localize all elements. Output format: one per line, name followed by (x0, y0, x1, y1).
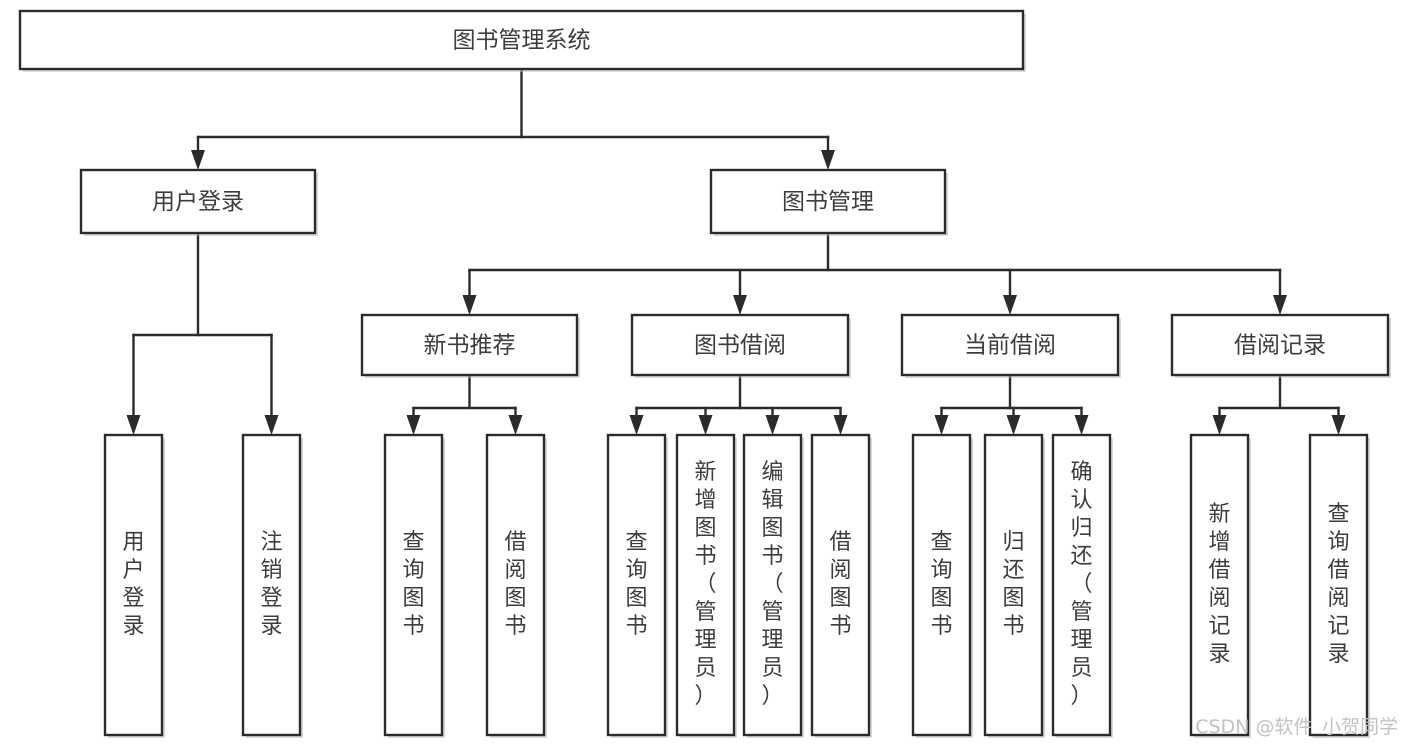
box-outline (360, 313, 579, 377)
box-outline (709, 168, 947, 235)
node-label: 新书推荐 (424, 333, 516, 359)
box-outline (1308, 433, 1369, 737)
box-outline (810, 433, 871, 737)
arrow-head-new-book-recommend (462, 295, 477, 315)
arrow-head-borrow-record (1273, 295, 1287, 315)
node-leaf-edit-book[interactable]: 编辑图书（管理员） (742, 433, 804, 738)
node-label: 查询图书 (930, 530, 952, 639)
node-leaf-query-record[interactable]: 查询借阅记录 (1308, 433, 1370, 738)
node-user-login[interactable]: 用户登录 (79, 168, 318, 236)
arrow-head-leaf-confirm-return (1074, 415, 1089, 435)
arrow-head-leaf-return-book (1006, 415, 1021, 435)
box-outline (630, 313, 850, 377)
box-outline (383, 433, 444, 737)
node-label: 当前借阅 (964, 333, 1056, 359)
node-leaf-add-record[interactable]: 新增借阅记录 (1189, 433, 1251, 738)
node-label: 确认归还（管理员） (1070, 460, 1092, 709)
arrow-head-leaf-borrow-book-2 (833, 415, 848, 435)
arrow-head-book-manage (821, 150, 835, 170)
node-current-borrow[interactable]: 当前借阅 (900, 313, 1121, 378)
box-outline (1051, 433, 1112, 737)
node-label: 新增借阅记录 (1208, 502, 1230, 667)
box-outline (485, 433, 546, 737)
node-label: 图书借阅 (694, 333, 786, 359)
box-outline (911, 433, 972, 737)
connector-layer (126, 67, 1346, 435)
node-leaf-borrow-book-1[interactable]: 借阅图书 (485, 433, 547, 738)
box-outline (742, 433, 803, 737)
node-leaf-confirm-return[interactable]: 确认归还（管理员） (1051, 433, 1113, 738)
arrow-head-leaf-logout (264, 415, 279, 435)
node-leaf-borrow-book-2[interactable]: 借阅图书 (810, 433, 872, 738)
node-leaf-query-book-2[interactable]: 查询图书 (606, 433, 668, 738)
node-leaf-query-book-1[interactable]: 查询图书 (383, 433, 445, 738)
node-label: 图书管理 (782, 189, 874, 215)
box-outline (675, 433, 736, 737)
box-outline (606, 433, 667, 737)
node-root-图书管理系统[interactable]: 图书管理系统 (18, 9, 1026, 72)
box-outline (103, 433, 164, 737)
arrow-head-leaf-user-login (126, 415, 141, 435)
node-label: 查询借阅记录 (1327, 502, 1349, 667)
node-leaf-logout[interactable]: 注销登录 (241, 433, 303, 738)
node-label: 归还图书 (1002, 530, 1024, 639)
node-leaf-return-book[interactable]: 归还图书 (983, 433, 1045, 738)
node-label: 用户登录 (122, 530, 144, 639)
box-outline (1189, 433, 1250, 737)
arrow-head-leaf-query-book-3 (934, 415, 949, 435)
arrow-head-leaf-query-book-1 (406, 415, 421, 435)
node-layer: 图书管理系统用户登录图书管理新书推荐图书借阅当前借阅借阅记录用户登录注销登录查询… (18, 9, 1391, 738)
node-label: 查询图书 (402, 530, 424, 639)
arrow-head-user-login (191, 150, 205, 170)
node-leaf-query-book-3[interactable]: 查询图书 (911, 433, 973, 738)
node-label: 图书管理系统 (453, 28, 591, 54)
node-label: 借阅图书 (504, 530, 526, 639)
node-leaf-user-login[interactable]: 用户登录 (103, 433, 165, 738)
arrow-head-leaf-query-book-2 (629, 415, 644, 435)
arrow-head-book-borrow (733, 295, 747, 315)
node-book-borrow[interactable]: 图书借阅 (630, 313, 851, 378)
node-book-manage[interactable]: 图书管理 (709, 168, 948, 236)
box-outline (79, 168, 317, 235)
arrow-head-leaf-add-book (698, 415, 713, 435)
node-label: 借阅记录 (1234, 333, 1326, 359)
node-new-book-recommend[interactable]: 新书推荐 (360, 313, 580, 378)
node-label: 查询图书 (625, 530, 647, 639)
csdn-watermark: CSDN @软件_小贺同学 (1195, 716, 1398, 738)
node-label: 借阅图书 (829, 530, 851, 639)
arrow-head-leaf-add-record (1212, 415, 1227, 435)
node-borrow-record[interactable]: 借阅记录 (1170, 313, 1391, 378)
arrow-head-leaf-edit-book (765, 415, 780, 435)
node-leaf-add-book[interactable]: 新增图书（管理员） (675, 433, 737, 738)
box-outline (18, 9, 1025, 71)
box-outline (983, 433, 1044, 737)
node-label: 用户登录 (152, 189, 244, 215)
box-outline (900, 313, 1120, 377)
node-label: 编辑图书（管理员） (761, 460, 783, 709)
arrow-head-leaf-borrow-book-1 (508, 415, 523, 435)
box-outline (241, 433, 302, 737)
node-label: 注销登录 (260, 530, 282, 639)
arrow-head-current-borrow (1003, 295, 1017, 315)
node-label: 新增图书（管理员） (694, 460, 716, 709)
box-outline (1170, 313, 1390, 377)
arrow-head-leaf-query-record (1331, 415, 1346, 435)
